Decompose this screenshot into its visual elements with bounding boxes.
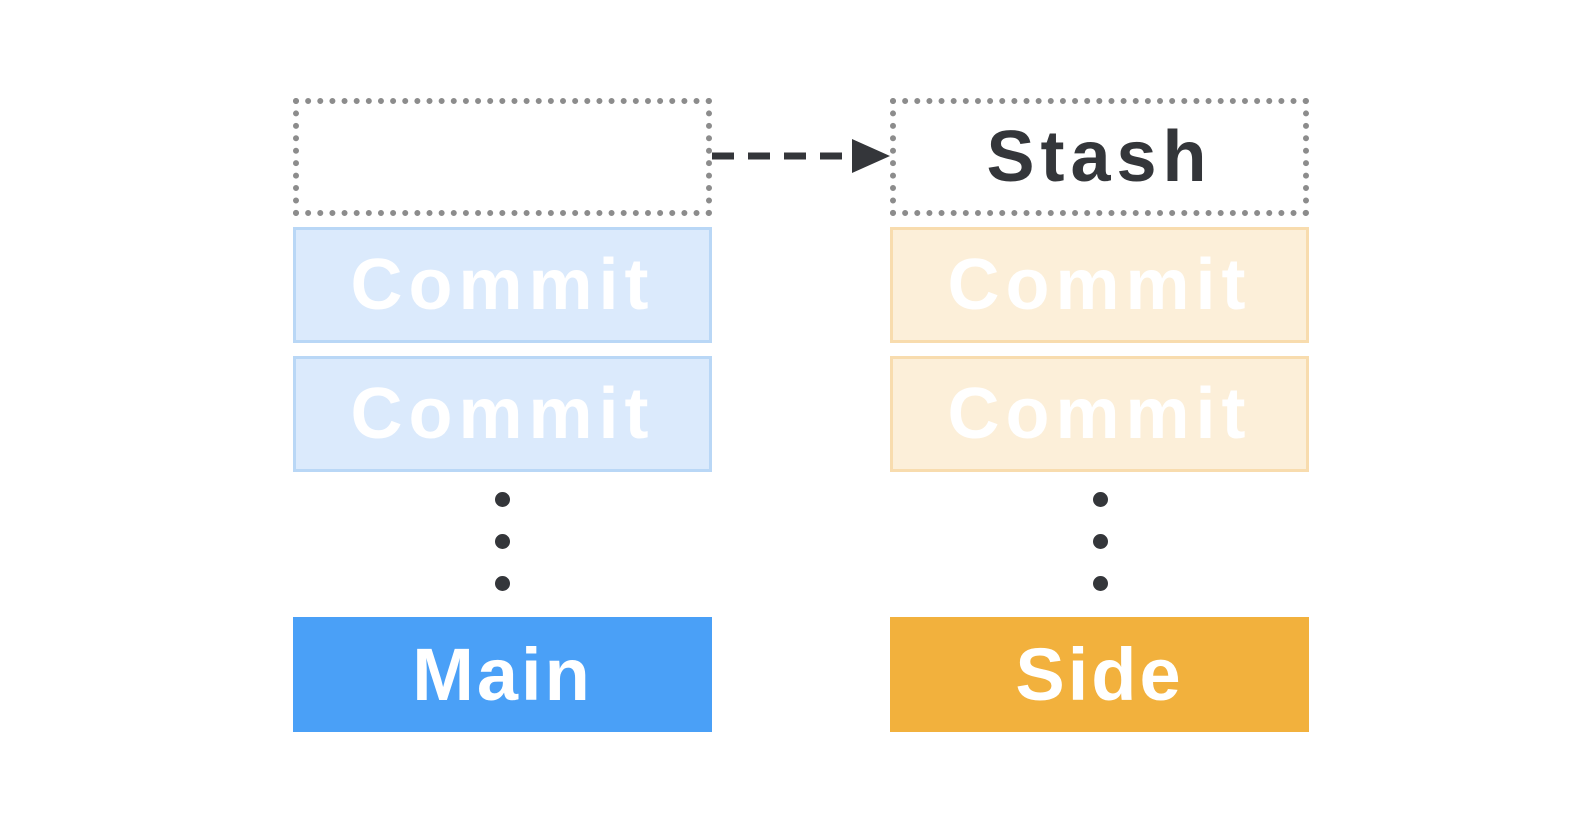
dashed-arrow-icon: [712, 139, 890, 173]
commit-label: Commit: [350, 374, 655, 454]
side-branch-box: Side: [890, 617, 1309, 732]
stash-label: Stash: [986, 117, 1213, 197]
main-commit-1: Commit: [293, 227, 712, 343]
side-ellipsis: [1090, 492, 1110, 592]
ellipsis-dot: [495, 534, 510, 549]
side-commit-2: Commit: [890, 356, 1309, 472]
ellipsis-dot: [1093, 534, 1108, 549]
ellipsis-dot: [1093, 492, 1108, 507]
ellipsis-dot: [495, 576, 510, 591]
side-branch-label: Side: [1015, 633, 1184, 716]
main-commit-2: Commit: [293, 356, 712, 472]
main-ellipsis: [492, 492, 512, 592]
commit-label: Commit: [947, 245, 1252, 325]
main-branch-label: Main: [412, 633, 593, 716]
commit-label: Commit: [947, 374, 1252, 454]
empty-stash-slot: [293, 98, 712, 216]
main-branch-box: Main: [293, 617, 712, 732]
commit-label: Commit: [350, 245, 655, 325]
stash-box: Stash: [890, 98, 1309, 216]
ellipsis-dot: [1093, 576, 1108, 591]
side-commit-1: Commit: [890, 227, 1309, 343]
ellipsis-dot: [495, 492, 510, 507]
